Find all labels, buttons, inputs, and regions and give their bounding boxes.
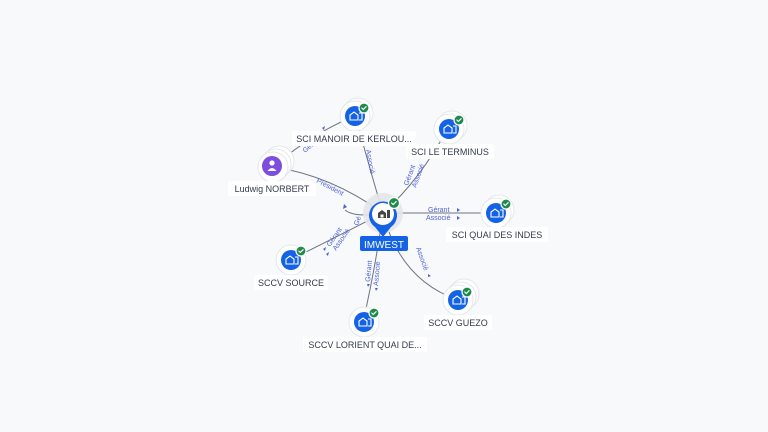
building-icon bbox=[354, 312, 374, 332]
node-norbert[interactable]: Ludwig NORBERT bbox=[228, 145, 316, 196]
node-indes[interactable]: SCI QUAI DES INDES bbox=[446, 194, 548, 242]
arrow-icon bbox=[343, 204, 347, 209]
edge-label-indes-1: Gérant bbox=[428, 207, 449, 214]
node-source[interactable]: SCCV SOURCE bbox=[254, 244, 328, 290]
node-label: SCI QUAI DES INDES bbox=[452, 230, 543, 240]
building-icon bbox=[439, 119, 459, 139]
arrow-icon bbox=[375, 288, 378, 291]
arrow-icon bbox=[428, 274, 431, 277]
node-label: Ludwig NORBERT bbox=[235, 184, 310, 194]
arrow-icon bbox=[326, 252, 329, 256]
node-lorient[interactable]: SCCV LORIENT QUAI DE... bbox=[303, 306, 427, 352]
edge-label-guezo: Associé bbox=[414, 246, 429, 272]
center-label: IMWEST bbox=[364, 240, 404, 251]
person-icon bbox=[262, 156, 282, 176]
arrow-icon bbox=[322, 126, 325, 130]
arrow-icon bbox=[457, 216, 460, 220]
node-label: SCCV LORIENT QUAI DE... bbox=[308, 340, 421, 350]
edge-label-manoir: Associé bbox=[364, 149, 375, 174]
arrow-icon bbox=[367, 284, 370, 287]
node-label: SCCV GUEZO bbox=[428, 318, 488, 328]
building-icon bbox=[486, 203, 506, 223]
node-label: SCI MANOIR DE KERLOU... bbox=[296, 134, 412, 144]
node-guezo[interactable]: SCCV GUEZO bbox=[424, 278, 492, 330]
node-terminus[interactable]: SCI LE TERMINUS bbox=[406, 110, 494, 159]
edge-label-lorient-1: Gérant bbox=[365, 260, 374, 282]
edge-label-center-extra: Gé bbox=[353, 215, 363, 226]
edge-label-indes-2: Associé bbox=[426, 215, 451, 222]
node-label: SCCV SOURCE bbox=[258, 278, 324, 288]
node-label: SCI LE TERMINUS bbox=[411, 147, 489, 157]
building-icon bbox=[281, 250, 301, 270]
node-center-imwest[interactable]: IMWEST bbox=[360, 193, 408, 251]
arrow-icon bbox=[323, 247, 326, 251]
node-manoir[interactable]: SCI MANOIR DE KERLOU... bbox=[292, 97, 416, 146]
arrow-icon bbox=[457, 208, 460, 212]
edge-label-lorient-2: Associé bbox=[373, 261, 382, 286]
building-icon bbox=[378, 210, 390, 218]
